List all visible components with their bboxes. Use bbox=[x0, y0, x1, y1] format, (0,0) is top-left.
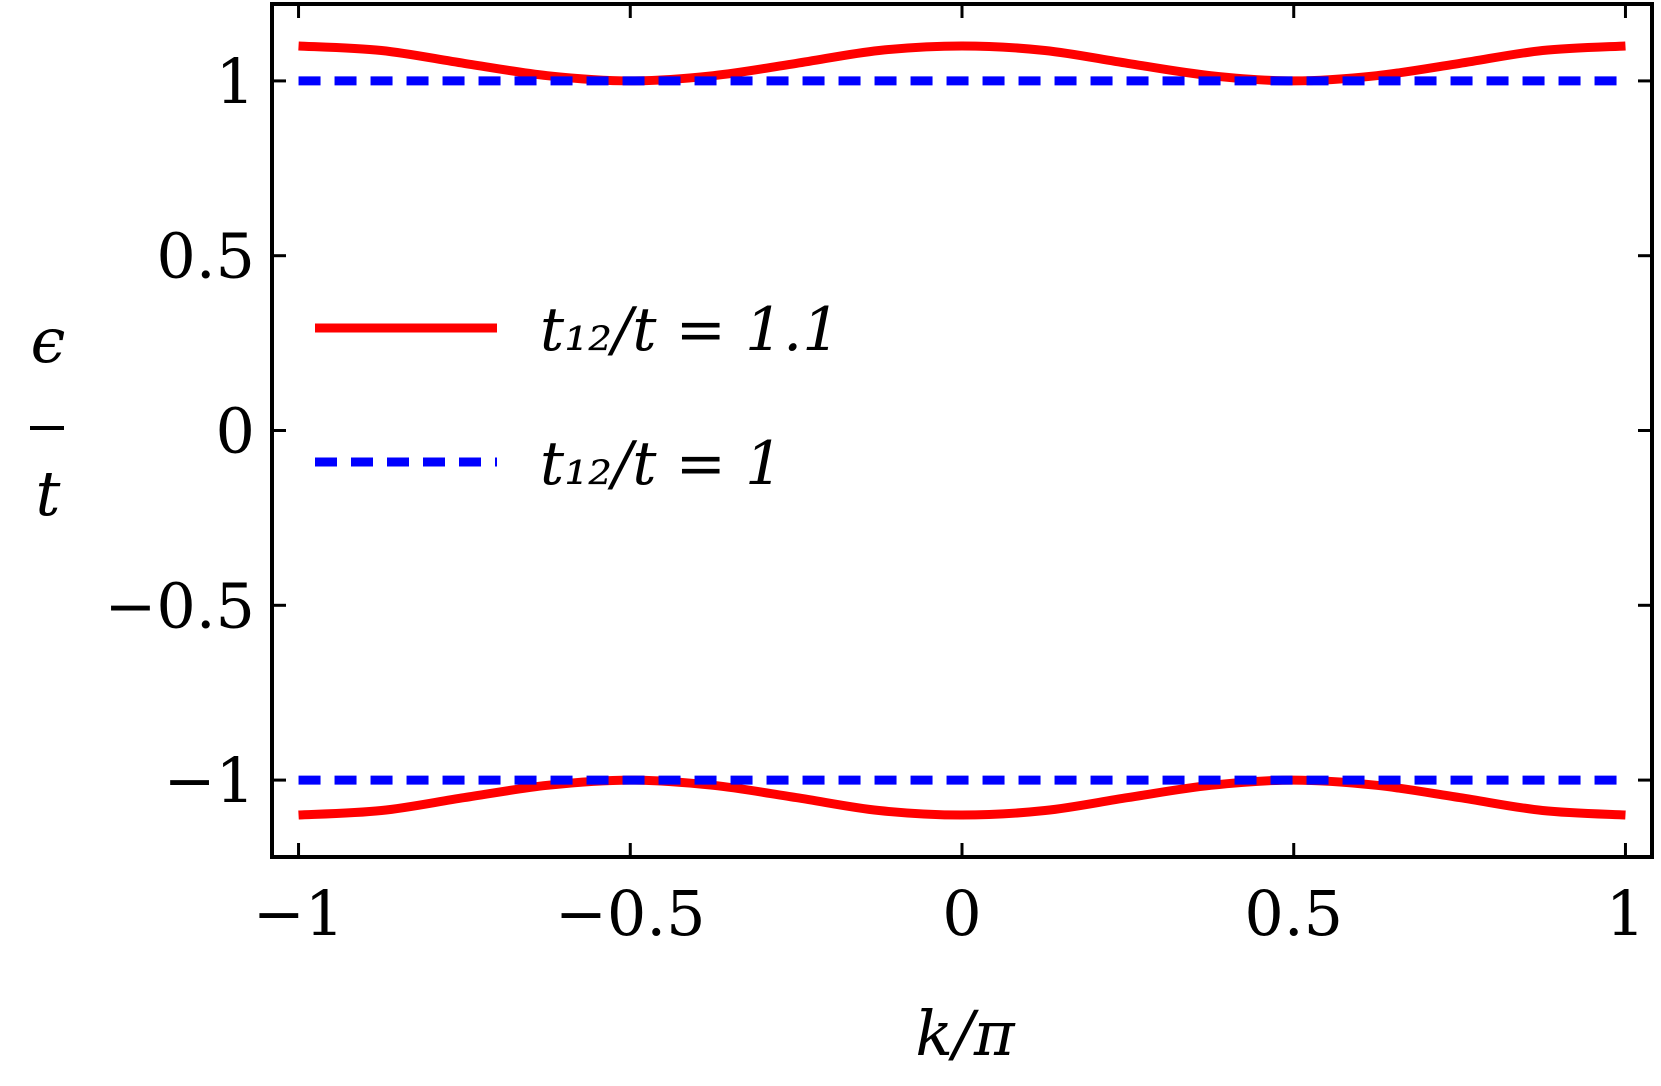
series-1-branch-1-line bbox=[298, 41, 1626, 86]
y-tick-label: 0.5 bbox=[156, 220, 255, 293]
legend-label-dashed: t₁₂/t = 1 bbox=[540, 429, 783, 499]
y-tick-label: 0 bbox=[216, 395, 255, 468]
series-1-branch-2-line bbox=[298, 775, 1626, 820]
axis-ticks bbox=[272, 4, 1652, 857]
plot-frame bbox=[270, 2, 1654, 859]
legend-entry-2: t₁₂/t = 1 bbox=[315, 429, 783, 499]
x-tick-label: 0 bbox=[942, 877, 981, 950]
y-tick-label: −1 bbox=[164, 744, 255, 817]
y-tick-label: 1 bbox=[216, 45, 255, 118]
axis-tick-labels: −1 −0.5 0 0.5 1 1 0.5 0 −0.5 −1 bbox=[104, 45, 1645, 950]
y-axis-title-denominator: t bbox=[36, 457, 61, 530]
y-tick-label: −0.5 bbox=[104, 569, 255, 642]
plot-lines bbox=[298, 41, 1626, 820]
y-axis-title: ϵ t bbox=[30, 304, 65, 530]
legend-entry-1: t₁₂/t = 1.1 bbox=[315, 295, 840, 365]
legend-label-solid: t₁₂/t = 1.1 bbox=[540, 295, 840, 365]
legend: t₁₂/t = 1.1 t₁₂/t = 1 bbox=[315, 295, 840, 499]
x-tick-label: −0.5 bbox=[555, 877, 706, 950]
x-tick-label: 1 bbox=[1606, 877, 1645, 950]
x-tick-label: −1 bbox=[253, 877, 344, 950]
x-tick-label: 0.5 bbox=[1244, 877, 1343, 950]
y-axis-title-numerator: ϵ bbox=[31, 304, 66, 377]
x-axis-title: k/π bbox=[915, 997, 1015, 1070]
